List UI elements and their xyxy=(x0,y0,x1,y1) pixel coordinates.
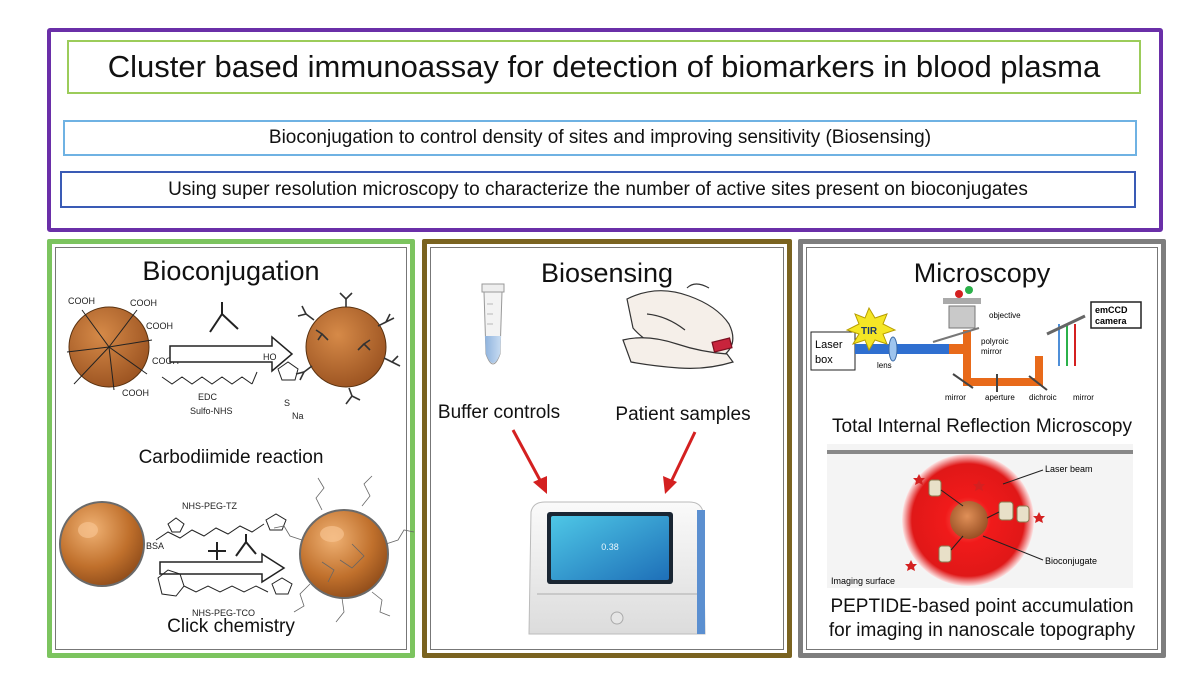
emccd-label-2: camera xyxy=(1095,316,1128,326)
edc-label: EDC xyxy=(198,392,218,402)
laser-box xyxy=(810,331,856,371)
laser-beam-label: Laser beam xyxy=(1045,464,1093,474)
plus-icon xyxy=(208,534,257,560)
antibody-particle xyxy=(295,292,401,405)
peptide-caption-line1: PEPTIDE-based point accumulation xyxy=(830,596,1133,617)
bioconjugation-panel-inner-border xyxy=(55,247,407,650)
cooh-label-4: COOH xyxy=(122,388,149,398)
lens-label: lens xyxy=(877,361,892,370)
objective-label: objective xyxy=(989,311,1021,320)
biosensing-title: Biosensing xyxy=(540,258,674,288)
dichroic-mirror-label: mirror xyxy=(1073,393,1094,402)
dichroic-label: dichroic xyxy=(1029,393,1057,402)
finger-prick-icon xyxy=(622,283,734,369)
bsa-sphere xyxy=(59,501,145,587)
click-chemistry-caption: Click chemistry xyxy=(167,616,295,637)
subtitle-microscopy: Using super resolution microscopy to cha… xyxy=(60,171,1136,208)
tir-caption: Total Internal Reflection Microscopy xyxy=(832,416,1132,437)
tir-beam-path xyxy=(845,286,1086,392)
cooh-label-3: COOH xyxy=(152,356,179,366)
click-product-sphere xyxy=(273,475,415,623)
arrow-buffer-to-device xyxy=(511,429,547,494)
carbodiimide-caption: Carbodiimide reaction xyxy=(139,447,324,468)
main-title: Cluster based immunoassay for detection … xyxy=(67,40,1141,94)
header-frame xyxy=(47,28,1163,232)
ho-label: HO xyxy=(263,352,277,362)
emccd-label-1: emCCD xyxy=(1095,305,1128,315)
cooh-label-2: COOH xyxy=(146,321,173,331)
tz-linker-structure xyxy=(155,513,287,541)
bioconjugate-label: Bioconjugate xyxy=(1045,556,1097,566)
polyroic-label: polyroic xyxy=(981,337,1009,346)
biosensing-panel-inner-border xyxy=(430,247,784,650)
tco-linker-structure xyxy=(157,569,293,597)
bioconjugation-title: Bioconjugation xyxy=(142,256,320,286)
sulfo-s-label: S xyxy=(284,398,290,408)
microscopy-panel-inner-border xyxy=(806,247,1158,650)
emccd-camera-icon xyxy=(1090,301,1142,329)
bsa-label: BSA xyxy=(146,541,164,551)
aperture-label: aperture xyxy=(985,393,1015,402)
sulfo-nhs-label: Sulfo-NHS xyxy=(190,406,233,416)
reaction-arrow-2 xyxy=(159,552,286,584)
arrow-patient-to-device xyxy=(663,431,697,494)
tir-label: TIR xyxy=(861,326,878,337)
biosensing-illustration: Buffer controls Patient samples 0.38 xyxy=(438,283,751,635)
buffer-controls-label: Buffer controls xyxy=(438,402,560,423)
na-label: Na xyxy=(292,411,304,421)
mirror-label: mirror xyxy=(945,393,966,402)
nhs-peg-tco-label: NHS-PEG-TCO xyxy=(192,608,255,618)
device-screen-readout: 0.38 xyxy=(601,542,619,552)
paint-imaging-figure xyxy=(827,444,1133,588)
polyroic-mirror-label: mirror xyxy=(981,347,1002,356)
bioconjugation-illustration: COOH COOH COOH COOH COOH EDC Sulfo-NHS H… xyxy=(59,292,415,637)
peptide-caption-line2: for imaging in nanoscale topography xyxy=(829,620,1136,641)
patient-samples-label: Patient samples xyxy=(615,404,750,425)
biosensor-device xyxy=(528,501,706,635)
carboxyl-particle: COOH COOH COOH COOH COOH xyxy=(66,296,179,398)
cooh-label-1: COOH xyxy=(130,298,157,308)
laser-box-label-1: Laser xyxy=(815,339,843,351)
microscopy-panel: Microscopy Laser box xyxy=(798,239,1166,658)
bioconjugation-panel: Bioconjugation COOH COOH CO xyxy=(47,239,415,658)
sample-tube-icon xyxy=(481,283,505,365)
laser-box-label-2: box xyxy=(815,354,833,366)
microscopy-illustration: Laser box TIR objective polyroic xyxy=(810,286,1142,641)
microscopy-title: Microscopy xyxy=(913,258,1051,288)
linker-molecule-icon xyxy=(209,302,239,333)
imaging-surface-label: Imaging surface xyxy=(831,576,895,586)
biosensing-panel: Biosensing Buffer xyxy=(422,239,792,658)
reaction-arrow-1 xyxy=(169,335,294,373)
cooh-label-5: COOH xyxy=(68,296,95,306)
subtitle-bioconjugation: Bioconjugation to control density of sit… xyxy=(63,120,1137,156)
nhs-peg-tz-label: NHS-PEG-TZ xyxy=(182,501,238,511)
